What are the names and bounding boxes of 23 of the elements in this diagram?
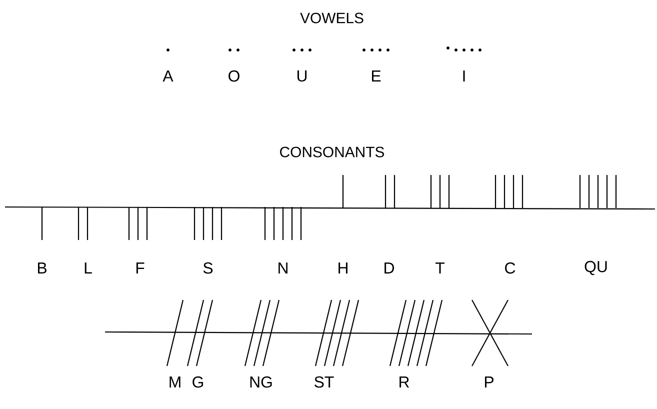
letter-label: P <box>485 376 494 388</box>
letter-label: B <box>38 262 46 274</box>
letter-label: N <box>278 262 288 274</box>
letter-label: T <box>436 262 444 274</box>
letter-label: NG <box>250 376 272 388</box>
letter-label: O <box>228 70 240 82</box>
letter-label: S <box>203 262 213 274</box>
letter-label: R <box>400 376 410 388</box>
letter-label: QU <box>584 260 607 276</box>
letter-label: C <box>505 262 516 274</box>
letter-label: M <box>170 376 180 388</box>
letter-label: F <box>136 262 144 274</box>
letter-label: H <box>338 262 348 274</box>
heading: CONSONANTS <box>280 146 384 158</box>
letter-label: G <box>192 376 203 388</box>
letter-label: U <box>297 70 307 82</box>
letter-label: E <box>372 70 381 82</box>
letter-label: D <box>384 262 394 274</box>
letter-label: I <box>463 70 465 82</box>
letter-label: A <box>162 70 174 82</box>
letter-label: L <box>84 262 92 274</box>
heading: VOWELS <box>300 12 364 24</box>
letter-label: ST <box>314 376 334 388</box>
